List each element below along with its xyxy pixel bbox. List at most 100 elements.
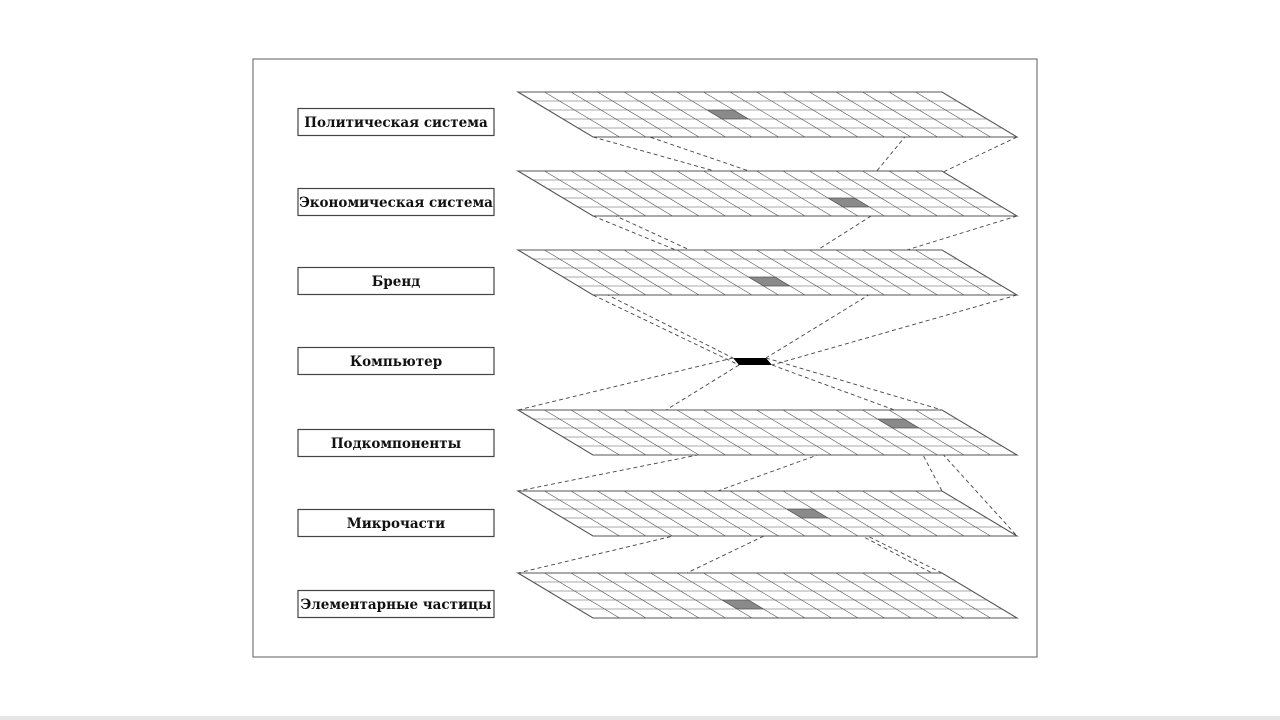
grid-plane-5 [516,409,1019,456]
grid-line [835,572,912,619]
grid-line [650,91,726,138]
grid-line [703,490,779,537]
grid-line [650,249,726,296]
grid-line [570,572,647,619]
grid-line [597,572,673,619]
grid-line [729,409,806,456]
label-box [297,508,495,538]
grid-line [888,170,965,217]
grid-line [862,409,938,456]
grid-line [570,490,647,537]
layer-label-2: Экономическая система [297,187,495,217]
dashed-connector [771,294,1018,366]
grid-line [703,249,779,296]
grid-plane-7 [516,572,1019,619]
grid-line [570,170,647,217]
grid-planes [516,91,1019,619]
grid-line [888,249,965,296]
bottom-rule [0,716,1280,720]
grid-line [729,91,806,138]
grid-line [544,490,620,537]
grid-line [835,170,912,217]
grid-line [676,249,753,296]
label-text: Компьютер [350,354,442,370]
grid-line [650,490,726,537]
grid-line [756,249,832,296]
grid-line [544,572,620,619]
grid-line [915,170,991,217]
layer-label-1: Политическая система [297,107,495,137]
layer-label-4: Компьютер [297,346,495,376]
label-box [297,589,495,619]
grid-line [623,572,700,619]
label-text: Микрочасти [347,516,445,532]
grid-line [756,490,832,537]
grid-line [888,572,965,619]
grid-line [756,409,832,456]
grid-line [650,170,726,217]
grid-line [544,170,620,217]
label-box [297,107,495,137]
grid-line [703,170,779,217]
grid-line [570,249,647,296]
grid-line [570,91,647,138]
grid-line [729,572,806,619]
focus-node [733,358,772,365]
grid-line [782,490,859,537]
label-text: Экономическая система [299,195,493,211]
grid-line [809,572,885,619]
grid-line [809,490,885,537]
grid-line [809,249,885,296]
label-box [297,266,495,296]
grid-line [915,249,991,296]
grid-line [809,409,885,456]
grid-line [597,91,673,138]
grid-line [809,170,885,217]
grid-line [888,91,965,138]
grid-line [915,409,991,456]
grid-plane-1 [516,91,1019,138]
grid-line [888,490,965,537]
grid-line [623,409,700,456]
grid-line [650,572,726,619]
grid-line [835,490,912,537]
grid-line [729,490,806,537]
grid-line [676,572,753,619]
grid-line [597,170,673,217]
grid-line [915,490,991,537]
grid-plane-3 [516,249,1019,296]
grid-line [915,91,991,138]
label-box [297,428,495,458]
grid-line [862,249,938,296]
grid-line [623,490,700,537]
grid-line [676,409,753,456]
grid-line [597,490,673,537]
grid-line [623,170,700,217]
grid-line [544,409,620,456]
grid-line [676,91,753,138]
grid-line [782,572,859,619]
layer-label-3: Бренд [297,266,495,296]
grid-line [782,170,859,217]
layer-label-7: Элементарные частицы [297,589,495,619]
grid-line [676,490,753,537]
label-box [297,187,495,217]
grid-line [756,572,832,619]
grid-line [835,91,912,138]
grid-line [597,409,673,456]
grid-line [862,490,938,537]
grid-plane-6 [516,490,1019,537]
grid-line [862,170,938,217]
grid-line [756,170,832,217]
layer-label-5: Подкомпоненты [297,428,495,458]
grid-line [570,409,647,456]
dashed-connector [517,249,734,359]
label-box [297,346,495,376]
grid-line [729,170,806,217]
label-text: Бренд [372,274,420,290]
grid-line [729,249,806,296]
label-text: Элементарные частицы [300,597,491,613]
grid-line [703,91,779,138]
